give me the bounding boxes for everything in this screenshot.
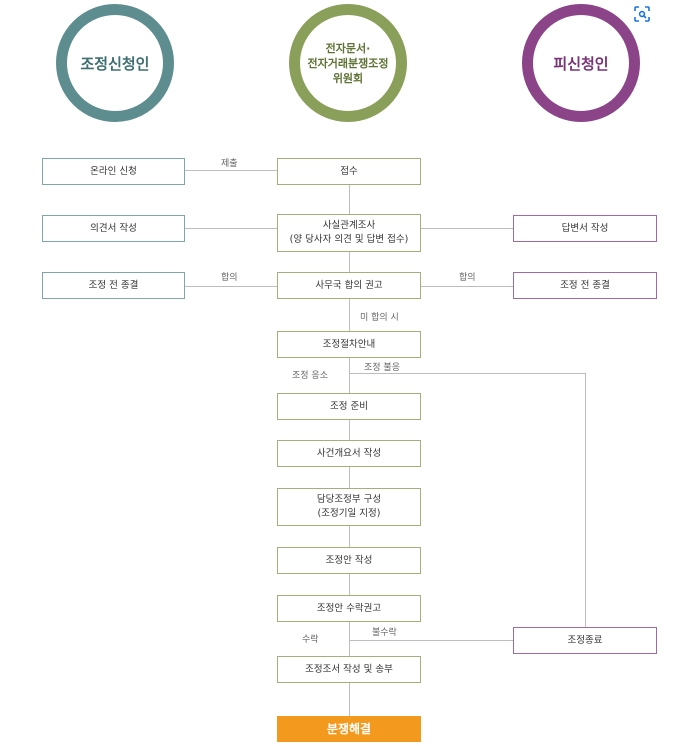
opinion-box: 의견서 작성 bbox=[42, 215, 185, 242]
answer-box: 답변서 작성 bbox=[513, 215, 657, 242]
office-recommendation-box: 사무국 합의 권고 bbox=[277, 272, 421, 299]
agree-left-label: 합의 bbox=[221, 273, 238, 283]
acceptance-recommendation-box: 조정안 수락권고 bbox=[277, 595, 421, 622]
draft-box: 조정안 작성 bbox=[277, 547, 421, 574]
online-application-box: 온라인 신청 bbox=[42, 158, 185, 185]
applicant-circle: 조정신청인 bbox=[56, 4, 174, 122]
receipt-box: 접수 bbox=[277, 158, 421, 185]
fact-finding-box: 사실관계조사 (양 당사자 의견 및 답변 접수) bbox=[277, 214, 421, 252]
committee-label: 전자문서· 전자거래분쟁조정 위원회 bbox=[307, 41, 389, 85]
resolution-box: 분쟁해결 bbox=[277, 716, 421, 742]
submit-connector bbox=[184, 170, 278, 171]
accept-mediation-label: 조정 응소 bbox=[292, 371, 328, 381]
procedure-guide-box: 조정절차안내 bbox=[277, 331, 421, 358]
screenshot-capture-icon[interactable] bbox=[626, 0, 658, 28]
applicant-label: 조정신청인 bbox=[80, 54, 150, 73]
pre-closing-left-box: 조정 전 종결 bbox=[42, 272, 185, 299]
reject-connector bbox=[349, 640, 513, 641]
respondent-label: 피신청인 bbox=[553, 54, 609, 73]
agree-left-connector bbox=[184, 286, 278, 287]
not-agreed-label: 미 합의 시 bbox=[360, 313, 399, 323]
agree-right-label: 합의 bbox=[459, 273, 476, 283]
answer-connector bbox=[420, 228, 514, 229]
refuse-branch-line bbox=[349, 373, 585, 374]
pre-closing-right-box: 조정 전 종결 bbox=[513, 272, 657, 299]
opinion-connector bbox=[184, 228, 278, 229]
case-summary-box: 사건개요서 작성 bbox=[277, 440, 421, 467]
agree-right-connector bbox=[420, 286, 514, 287]
refuse-drop-line bbox=[585, 373, 586, 627]
respondent-circle: 피신청인 bbox=[522, 4, 640, 122]
reject-label: 불수락 bbox=[372, 628, 397, 638]
accept-label: 수락 bbox=[302, 635, 319, 645]
submit-label: 제출 bbox=[221, 159, 238, 169]
refuse-mediation-label: 조정 불응 bbox=[364, 363, 400, 373]
record-box: 조정조서 작성 및 송부 bbox=[277, 656, 421, 683]
committee-circle: 전자문서· 전자거래분쟁조정 위원회 bbox=[289, 4, 407, 122]
preparation-box: 조정 준비 bbox=[277, 393, 421, 420]
termination-box: 조정종료 bbox=[513, 627, 657, 654]
panel-box: 담당조정부 구성 (조정기일 지정) bbox=[277, 488, 421, 526]
